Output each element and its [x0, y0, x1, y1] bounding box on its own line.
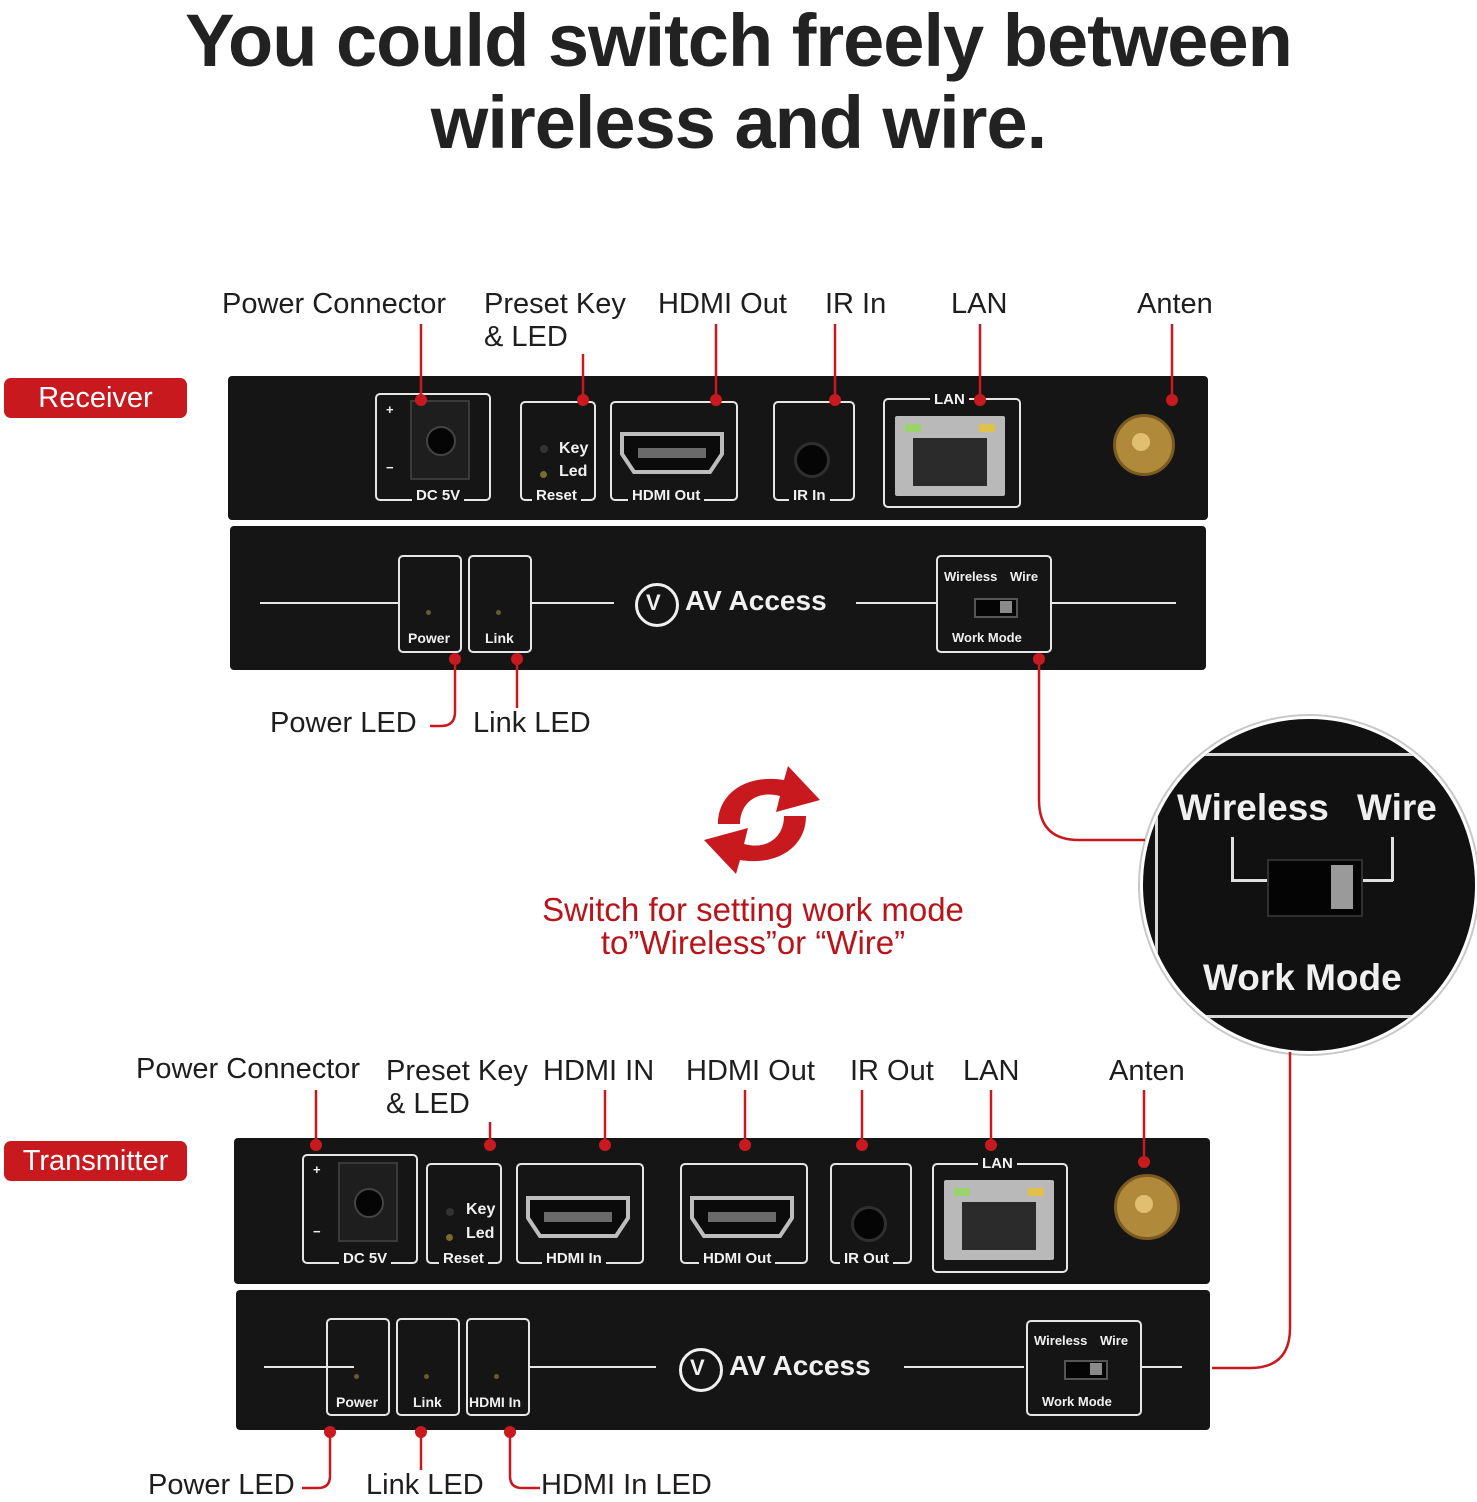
rx-link-led [496, 610, 501, 615]
tx-work-mode-box [1026, 1320, 1142, 1416]
tx-panel-wire-label: Wire [1100, 1333, 1129, 1348]
tx-panel-dc-label: DC 5V [339, 1251, 392, 1267]
caption-line-2: to”Wireless”or “Wire” [600, 924, 906, 961]
rx-work-mode-box [936, 555, 1052, 653]
caption-line-1: Switch for setting work mode [542, 891, 964, 928]
zoom-wireless-label: Wireless [1177, 787, 1329, 828]
refresh-arrows-icon [704, 766, 820, 874]
tx-link-led-box [396, 1318, 460, 1416]
antenna-connector-icon[interactable] [1114, 1174, 1180, 1240]
rx-preset-key-button[interactable] [540, 445, 548, 453]
rx-callout-lan: LAN [951, 288, 1008, 320]
tx-preset-key-button[interactable] [446, 1208, 454, 1216]
hdmi-port-icon[interactable] [688, 1194, 796, 1240]
tx-panel-ir-out-label: IR Out [840, 1251, 893, 1267]
hdmi-port-icon[interactable] [618, 430, 726, 476]
rj45-port-icon[interactable] [944, 1180, 1054, 1260]
rx-callout-power-connector: Power Connector [222, 288, 447, 320]
tx-panel-hdmi-out-label: HDMI Out [699, 1251, 776, 1267]
rx-power-led [426, 610, 431, 615]
rx-brand-name: AV Access [685, 585, 827, 616]
rx-link-led-box [468, 555, 532, 653]
dc-jack-icon[interactable] [410, 400, 470, 480]
work-mode-zoom: Wireless Wire Work Mode [1140, 716, 1477, 1054]
antenna-connector-icon[interactable] [1113, 414, 1175, 476]
tx-callout-ir-out: IR Out [850, 1055, 934, 1087]
rx-panel-lan-label: LAN [930, 392, 969, 408]
rx-panel-led-label: Led [559, 463, 588, 480]
rx-panel-work-mode-label: Work Mode [952, 630, 1022, 645]
tx-panel-wireless-label: Wireless [1034, 1333, 1088, 1348]
tx-panel-reset-label: Reset [439, 1251, 488, 1267]
rx-panel-key-label: Key [559, 440, 589, 457]
av-access-logo [635, 583, 679, 627]
rx-callout-link-led: Link LED [473, 707, 591, 739]
tx-callout-hdmi-out: HDMI Out [686, 1055, 815, 1087]
transmitter-tag: Transmitter [4, 1141, 187, 1181]
zoom-work-mode-label: Work Mode [1203, 957, 1402, 998]
tx-brand-name: AV Access [729, 1350, 871, 1381]
tx-panel-link-label: Link [413, 1394, 442, 1410]
tx-work-mode-switch[interactable] [1064, 1360, 1108, 1380]
tx-callout-preset-key-led: & LED [386, 1088, 470, 1120]
tx-panel-key-label: Key [466, 1201, 496, 1218]
rx-panel-wireless-label: Wireless [944, 569, 998, 584]
rx-callout-power-led: Power LED [270, 707, 417, 739]
transmitter-back-panel: + − DC 5V Key Led Reset HDMI In HDMI Out… [234, 1138, 1210, 1284]
tx-callout-power-connector: Power Connector [136, 1053, 361, 1085]
headline-line-2: wireless and wire. [430, 81, 1047, 164]
tx-preset-led [446, 1234, 453, 1241]
tx-link-led [424, 1374, 429, 1379]
rx-panel-hdmi-out-label: HDMI Out [628, 488, 705, 504]
tx-callout-hdmi-in-led: HDMI In LED [541, 1469, 712, 1501]
rx-panel-link-label: Link [485, 630, 514, 646]
av-access-logo [679, 1348, 723, 1392]
tx-hdmi-in-led [494, 1374, 499, 1379]
rx-panel-power-label: Power [408, 630, 451, 646]
receiver-front-panel: Power Link V AV Access Wireless Wire Wor… [230, 526, 1206, 670]
rx-panel-dc-label: DC 5V [412, 488, 465, 504]
rx-callout-hdmi-out: HDMI Out [658, 288, 787, 320]
tx-callout-link-led: Link LED [366, 1469, 484, 1501]
tx-callout-power-led: Power LED [148, 1469, 295, 1501]
rx-preset-led [540, 471, 547, 478]
rx-callout-anten: Anten [1137, 288, 1213, 320]
audio-jack-icon[interactable] [794, 442, 830, 478]
tx-callout-preset-key: Preset Key [386, 1055, 528, 1087]
tx-panel-hdmi-in-led-label: HDMI In [469, 1394, 522, 1410]
headline: You could switch freely between wireless… [0, 0, 1477, 164]
headline-line-1: You could switch freely between [185, 0, 1293, 82]
tx-callout-anten: Anten [1109, 1055, 1185, 1087]
tx-panel-work-mode-label: Work Mode [1042, 1394, 1112, 1409]
zoom-wire-label: Wire [1357, 787, 1437, 828]
tx-power-led-box [326, 1318, 390, 1416]
tx-callout-lan: LAN [963, 1055, 1020, 1087]
rj45-port-icon[interactable] [895, 416, 1005, 496]
receiver-back-panel: + − DC 5V Key Led Reset HDMI Out IR In L… [228, 376, 1208, 520]
tx-panel-lan-label: LAN [978, 1156, 1017, 1172]
tx-panel-led-label: Led [466, 1225, 495, 1242]
audio-jack-icon[interactable] [851, 1206, 887, 1242]
rx-work-mode-switch[interactable] [974, 598, 1018, 618]
rx-panel-reset-label: Reset [532, 488, 581, 504]
rx-callout-preset-key-led: & LED [484, 321, 568, 353]
tx-panel-power-label: Power [336, 1394, 379, 1410]
hdmi-port-icon[interactable] [524, 1194, 632, 1240]
rx-callout-preset-key: Preset Key [484, 288, 626, 320]
rx-panel-ir-in-label: IR In [789, 488, 830, 504]
receiver-tag: Receiver [4, 378, 187, 418]
tx-hdmi-in-led-box [466, 1318, 530, 1416]
tx-power-led [354, 1374, 359, 1379]
rx-panel-wire-label: Wire [1010, 569, 1039, 584]
dc-jack-icon[interactable] [338, 1162, 398, 1242]
tx-callout-hdmi-in: HDMI IN [543, 1055, 655, 1087]
transmitter-front-panel: Power Link HDMI In V AV Access Wireless … [236, 1290, 1210, 1430]
zoom-work-mode-switch [1267, 859, 1363, 917]
tx-panel-hdmi-in-label: HDMI In [542, 1251, 606, 1267]
rx-callout-ir-in: IR In [825, 288, 887, 320]
rx-power-led-box [398, 555, 462, 653]
